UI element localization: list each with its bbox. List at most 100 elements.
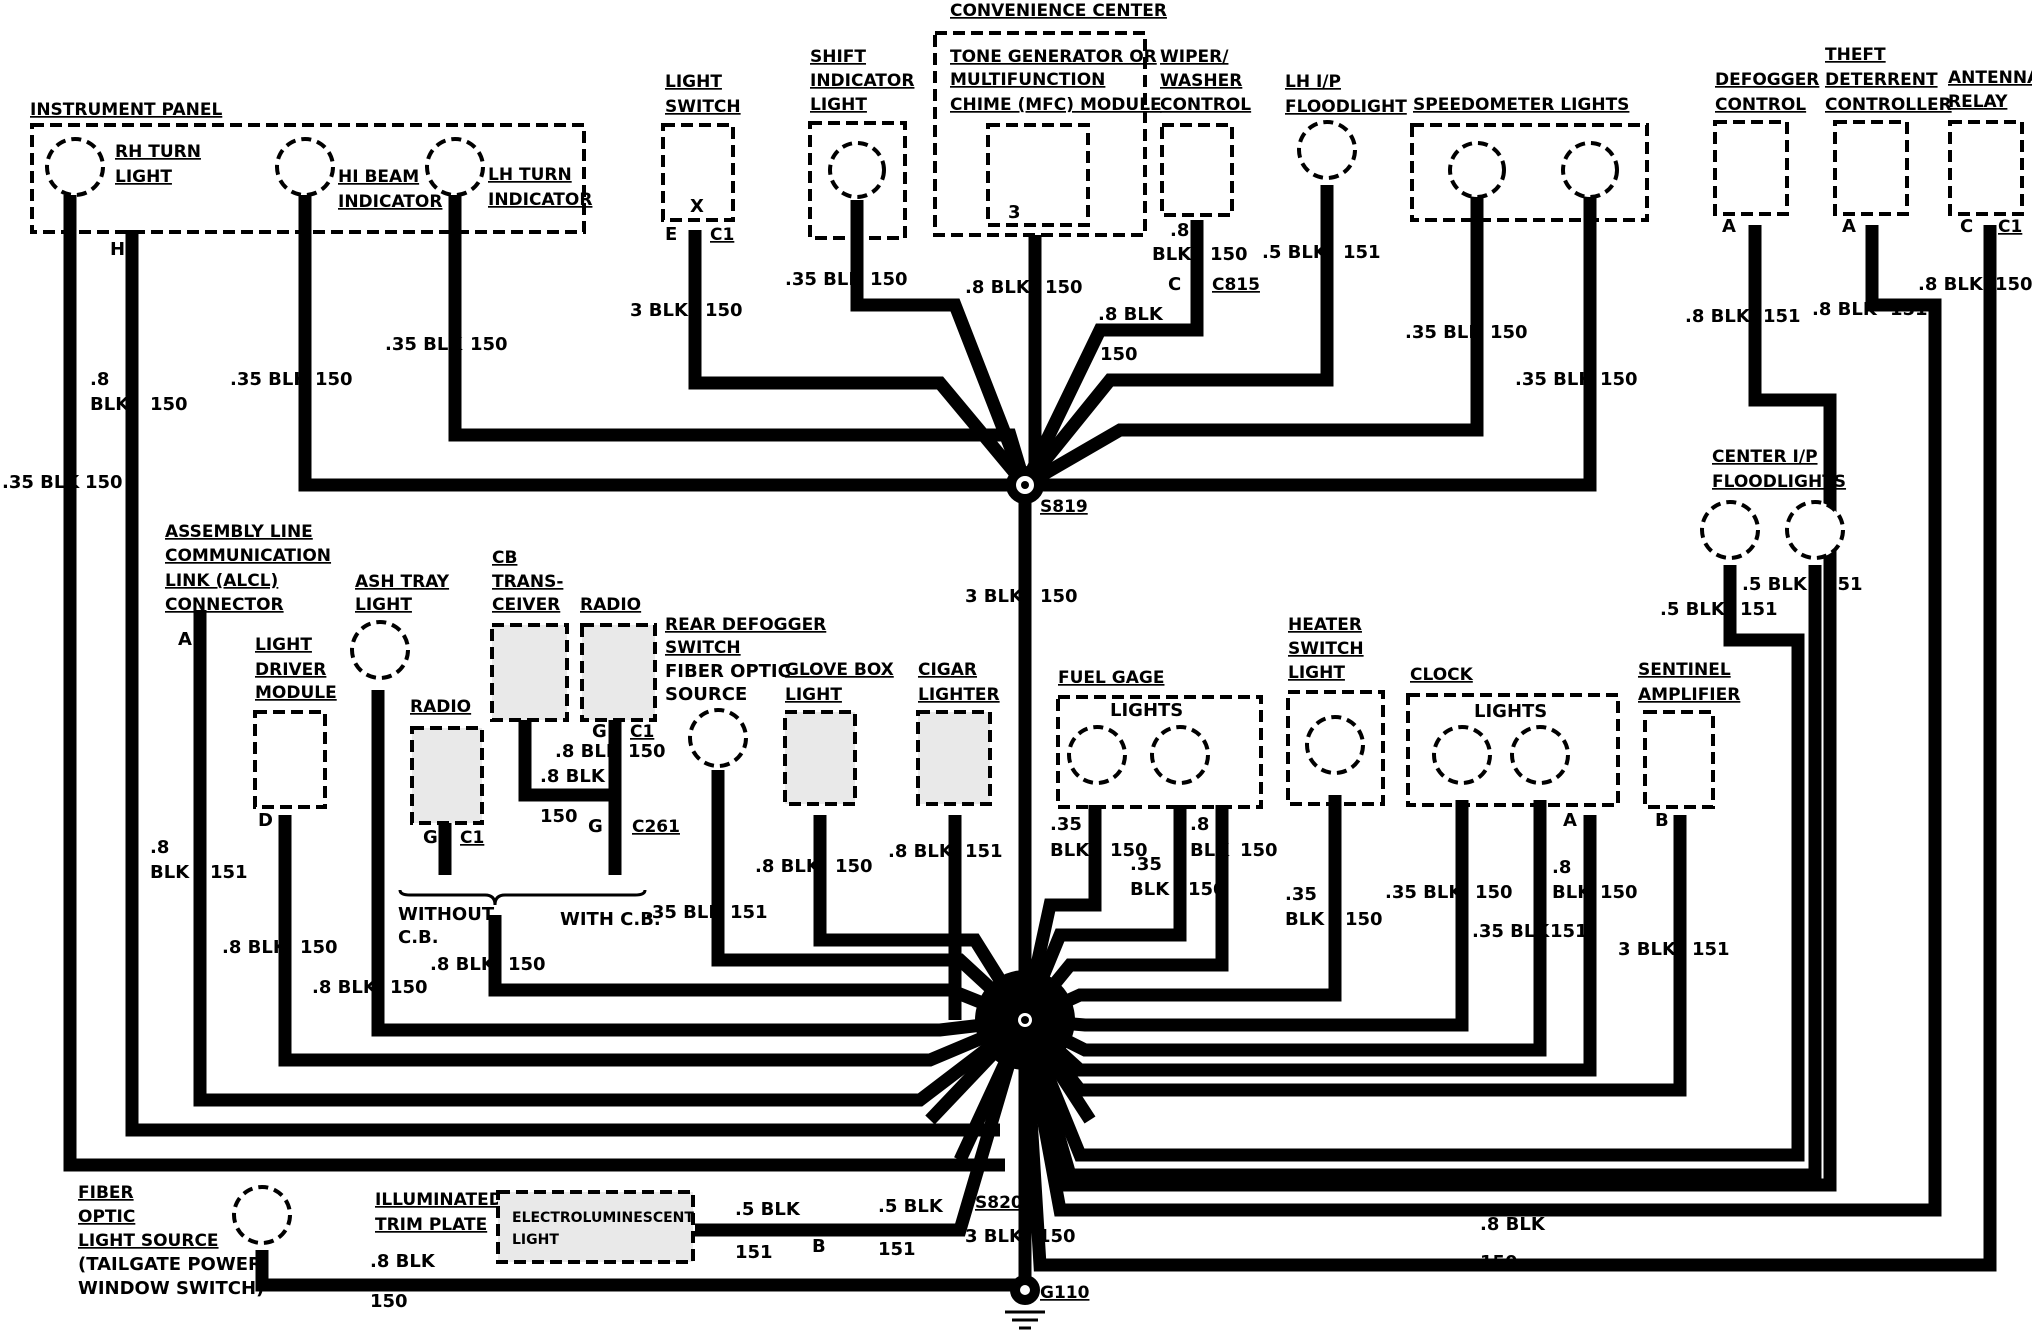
fuel-bulb-2-icon bbox=[1150, 725, 1210, 785]
with-cb-label: WITH C.B. bbox=[560, 909, 661, 930]
hs-line2: SWITCH bbox=[1288, 639, 1364, 659]
wire-label: 150 bbox=[315, 369, 353, 390]
wire-label: .8 BLK bbox=[888, 841, 954, 862]
wire-label: 150 bbox=[1188, 879, 1226, 900]
label-s820: S820 bbox=[975, 1193, 1023, 1213]
pin-3: 3 bbox=[1008, 202, 1021, 223]
speedometer-group: SPEEDOMETER LIGHTS bbox=[1410, 95, 1649, 222]
ground-symbol-icon bbox=[1005, 1310, 1045, 1330]
instrument-panel-box bbox=[30, 123, 586, 234]
upper-wires bbox=[63, 185, 1597, 1290]
alcl-line1: ASSEMBLY LINE bbox=[165, 522, 313, 542]
speedometer-box bbox=[1410, 123, 1649, 222]
wire-label: 151 bbox=[1692, 939, 1730, 960]
wire-label: .35 bbox=[1050, 814, 1082, 835]
clock-group: CLOCK LIGHTS A bbox=[1406, 665, 1620, 831]
radio-right-group: RADIO G C1 G C261 bbox=[580, 595, 680, 837]
wire-label: 151 bbox=[878, 1239, 916, 1260]
wire-label: .35 BLK bbox=[645, 902, 723, 923]
wire-label: .5 BLK bbox=[735, 1199, 801, 1220]
wire-cb bbox=[518, 715, 615, 802]
wire-label: BLK bbox=[90, 394, 130, 415]
wire-label: 151 bbox=[1740, 599, 1778, 620]
wire-label: 150 bbox=[1038, 1226, 1076, 1247]
pin-g-radio-right: G bbox=[592, 721, 607, 742]
cb-line3: CEIVER bbox=[492, 595, 560, 615]
clock-bulb-1-icon bbox=[1432, 725, 1492, 785]
hs-line3: LIGHT bbox=[1288, 663, 1345, 683]
wire-label: .35 BLK bbox=[1472, 921, 1550, 942]
wire-lh-turn bbox=[448, 195, 1032, 487]
wire-wiper-washer bbox=[1019, 220, 1204, 488]
wire-label: .8 bbox=[1170, 220, 1189, 241]
rd-line4: SOURCE bbox=[665, 684, 747, 705]
heater-bulb-icon bbox=[1305, 715, 1365, 775]
alcl-group: ASSEMBLY LINE COMMUNICATION LINK (ALCL) … bbox=[165, 522, 331, 650]
wire-light-driver bbox=[278, 815, 1028, 1067]
wire-label: 150 bbox=[1345, 909, 1383, 930]
fuel-gage-label: FUEL GAGE bbox=[1058, 668, 1164, 688]
lh-flood-line1: LH I/P bbox=[1285, 72, 1341, 92]
without-cb-line2: C.B. bbox=[398, 927, 439, 948]
wire-label: BLK bbox=[150, 862, 190, 883]
label-g110: G110 bbox=[1040, 1283, 1090, 1303]
wire-antenna bbox=[1018, 225, 1997, 1272]
fiber-optic-bulb-icon bbox=[232, 1185, 292, 1245]
wire-label: .5 BLK bbox=[1742, 574, 1808, 595]
wire-label: 150 bbox=[1600, 882, 1638, 903]
wire-label: 151 bbox=[1343, 242, 1381, 263]
antenna-relay-group: ANTENNA RELAY C C1 bbox=[1948, 68, 2032, 237]
wire-label: 150 bbox=[628, 741, 666, 762]
pin-g-c261: G bbox=[588, 816, 603, 837]
shift-line1: SHIFT bbox=[810, 47, 866, 67]
wire-label: 151 bbox=[735, 1242, 773, 1263]
wire-label: 151 bbox=[1825, 574, 1863, 595]
wire-label: 150 bbox=[870, 269, 908, 290]
defogger-control-box bbox=[1713, 120, 1789, 216]
fo-line1: FIBER bbox=[78, 1183, 134, 1203]
el-line2: LIGHT bbox=[512, 1232, 559, 1248]
lh-turn-line1: LH TURN bbox=[488, 165, 572, 185]
wire-label: .35 BLK bbox=[1405, 322, 1483, 343]
rd-line2: SWITCH bbox=[665, 638, 741, 658]
wire-label: .8 BLK bbox=[755, 856, 821, 877]
wire-label: .5 BLK bbox=[878, 1196, 944, 1217]
wire-label: .8 BLK bbox=[1098, 304, 1164, 325]
wiper-line3: CONTROL bbox=[1160, 95, 1251, 115]
light-switch-group: LIGHT SWITCH X E C1 bbox=[661, 72, 741, 245]
pin-a-alcl: A bbox=[178, 629, 192, 650]
wire-label: .35 BLK bbox=[2, 472, 80, 493]
alcl-line3: LINK (ALCL) bbox=[165, 571, 278, 591]
ash-tray-group: ASH TRAY LIGHT bbox=[350, 572, 450, 680]
radio-left-box bbox=[410, 726, 484, 825]
clock-label: CLOCK bbox=[1410, 665, 1474, 685]
pin-d: D bbox=[258, 810, 273, 831]
wire-label: .5 BLK bbox=[1660, 599, 1726, 620]
rh-turn-bulb-icon bbox=[45, 137, 105, 197]
wire-label: .8 BLK bbox=[370, 1251, 436, 1272]
fuel-gage-box bbox=[1056, 695, 1263, 809]
theft-deterrent-group: THEFT DETERRENT CONTROLLER A bbox=[1825, 45, 1952, 237]
wire-center-fl-1 bbox=[1018, 565, 1805, 1162]
wire-label: BLK bbox=[1152, 244, 1192, 265]
instrument-panel-label: INSTRUMENT PANEL bbox=[30, 100, 222, 120]
wire-label: .8 BLK bbox=[222, 937, 288, 958]
cigar-lighter-group: CIGAR LIGHTER bbox=[916, 660, 1000, 806]
theft-line1: THEFT bbox=[1825, 45, 1886, 65]
pin-b-el: B bbox=[812, 1236, 826, 1257]
lh-turn-line2: INDICATOR bbox=[488, 190, 592, 210]
light-switch-line2: SWITCH bbox=[665, 97, 741, 117]
wire-label: 150 bbox=[705, 300, 743, 321]
antenna-line2: RELAY bbox=[1948, 92, 2008, 112]
center-floodlights-group: CENTER I/P FLOODLIGHTS bbox=[1700, 447, 1846, 560]
wire-label: .35 bbox=[1285, 884, 1317, 905]
center-fl-bulb-1-icon bbox=[1700, 500, 1760, 560]
antenna-relay-box bbox=[1948, 120, 2024, 216]
tone-generator-module bbox=[986, 123, 1090, 227]
wire-label: 3 BLK bbox=[965, 586, 1024, 607]
wire-label: .8 bbox=[1552, 857, 1571, 878]
wire-label: .8 bbox=[150, 837, 169, 858]
gb-line2: LIGHT bbox=[785, 685, 842, 705]
wire-label: .35 BLK bbox=[1385, 882, 1463, 903]
